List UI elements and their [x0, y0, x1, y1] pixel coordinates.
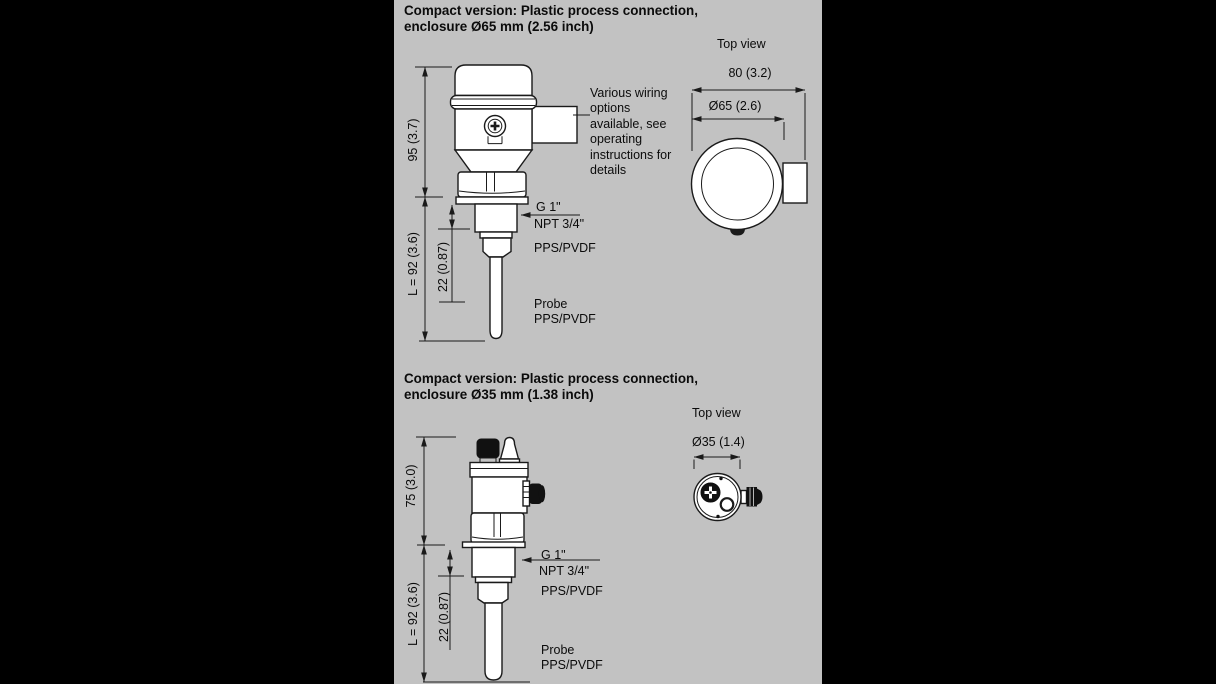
thread-label-npt-2: NPT 3/4" — [539, 564, 590, 578]
probe-2 — [484, 602, 503, 681]
cable-gland-knob — [476, 438, 500, 459]
thread-label-g1-1: G 1" — [536, 200, 561, 214]
section1-title-line1: Compact version: Plastic process connect… — [404, 3, 698, 18]
dim-label-diameter-65: Ø65 (2.6) — [708, 99, 762, 113]
device1-top-view — [690, 87, 808, 236]
dim-label-length-1: L = 92 (3.6) — [406, 232, 420, 296]
thread-2 — [471, 546, 516, 578]
dim-label-thread-2: 22 (0.87) — [437, 591, 451, 643]
wiring-note: Various wiring options available, see op… — [590, 86, 672, 178]
device1-dimension-lines — [415, 66, 580, 342]
material-label-1: PPS/PVDF — [534, 240, 596, 255]
section2-title: Compact version: Plastic process connect… — [404, 371, 698, 404]
device2-side-view — [461, 436, 546, 681]
dim-label-height-75: 75 (3.0) — [404, 464, 418, 508]
datasheet-page: Compact version: Plastic process connect… — [394, 0, 822, 684]
device2-top-view — [693, 454, 763, 522]
device2-dimension-lines — [416, 436, 600, 683]
thread-label-npt-1: NPT 3/4" — [534, 216, 585, 231]
probe-label-2: Probe PPS/PVDF — [541, 643, 603, 673]
dim-label-height-95: 95 (3.7) — [406, 118, 420, 162]
device1-side-view — [449, 64, 590, 340]
probe-label-1: Probe PPS/PVDF — [534, 296, 596, 326]
section2-title-line2: enclosure Ø35 mm (1.38 inch) — [404, 387, 594, 403]
dim-label-thread-1: 22 (0.87) — [435, 241, 450, 293]
thread-1 — [474, 203, 518, 233]
dimension-drawings — [415, 64, 808, 683]
section1-title: Compact version: Plastic process connect… — [404, 3, 698, 36]
vent-cone — [499, 436, 520, 460]
material-label-2: PPS/PVDF — [541, 584, 603, 598]
dim-label-width-80: 80 (3.2) — [728, 66, 772, 80]
top-view-label-2: Top view — [692, 406, 741, 420]
section2-title-line1: Compact version: Plastic process connect… — [404, 371, 698, 386]
thread-label-g1-2: G 1" — [541, 548, 566, 562]
dim-label-diameter-35: Ø35 (1.4) — [692, 435, 745, 449]
probe-1 — [489, 256, 503, 340]
dim-label-length-2: L = 92 (3.6) — [405, 582, 420, 646]
section1-title-line2: enclosure Ø65 mm (2.56 inch) — [404, 19, 594, 35]
top-view-label-1: Top view — [717, 37, 766, 51]
